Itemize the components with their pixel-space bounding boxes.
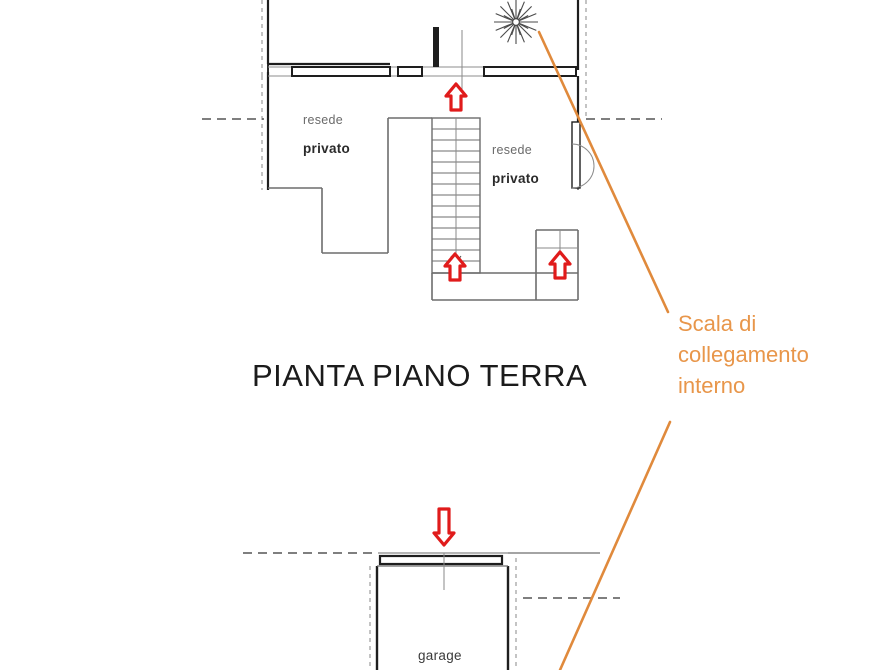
garage-walls [369,558,517,670]
starburst-icon [494,0,538,44]
label-resede-right-line2: privato [492,171,540,186]
door-swing-right [571,121,595,189]
arrow-garage-door [432,507,456,547]
label-resede-left-line2: privato [303,141,351,156]
upper-left-room-walls [266,0,390,190]
top-wall-openings [268,27,577,90]
annotation-leader-lines [537,30,672,670]
arrow-right-room [548,250,572,280]
arrow-stair-bottom [443,252,467,282]
leader-line-to-staircase [537,30,670,314]
label-resede-privato-right: resede privato [492,143,539,186]
arrow-entry-top [444,82,468,112]
label-resede-left-line1: resede [303,113,344,127]
label-resede-right-line1: resede [492,143,533,157]
garage-door [378,552,508,566]
left-courtyard-outline [268,117,432,254]
leader-line-to-garage [558,420,672,670]
lower-floor-plan [243,507,620,670]
label-garage: garage [418,648,462,663]
staircase [431,117,481,274]
upper-floor-plan [202,0,662,301]
label-resede-privato-left: resede privato [303,113,350,156]
page-title: PIANTA PIANO TERRA [252,358,588,393]
internal-stair-annotation: Scala di collegamento interno [678,311,809,398]
